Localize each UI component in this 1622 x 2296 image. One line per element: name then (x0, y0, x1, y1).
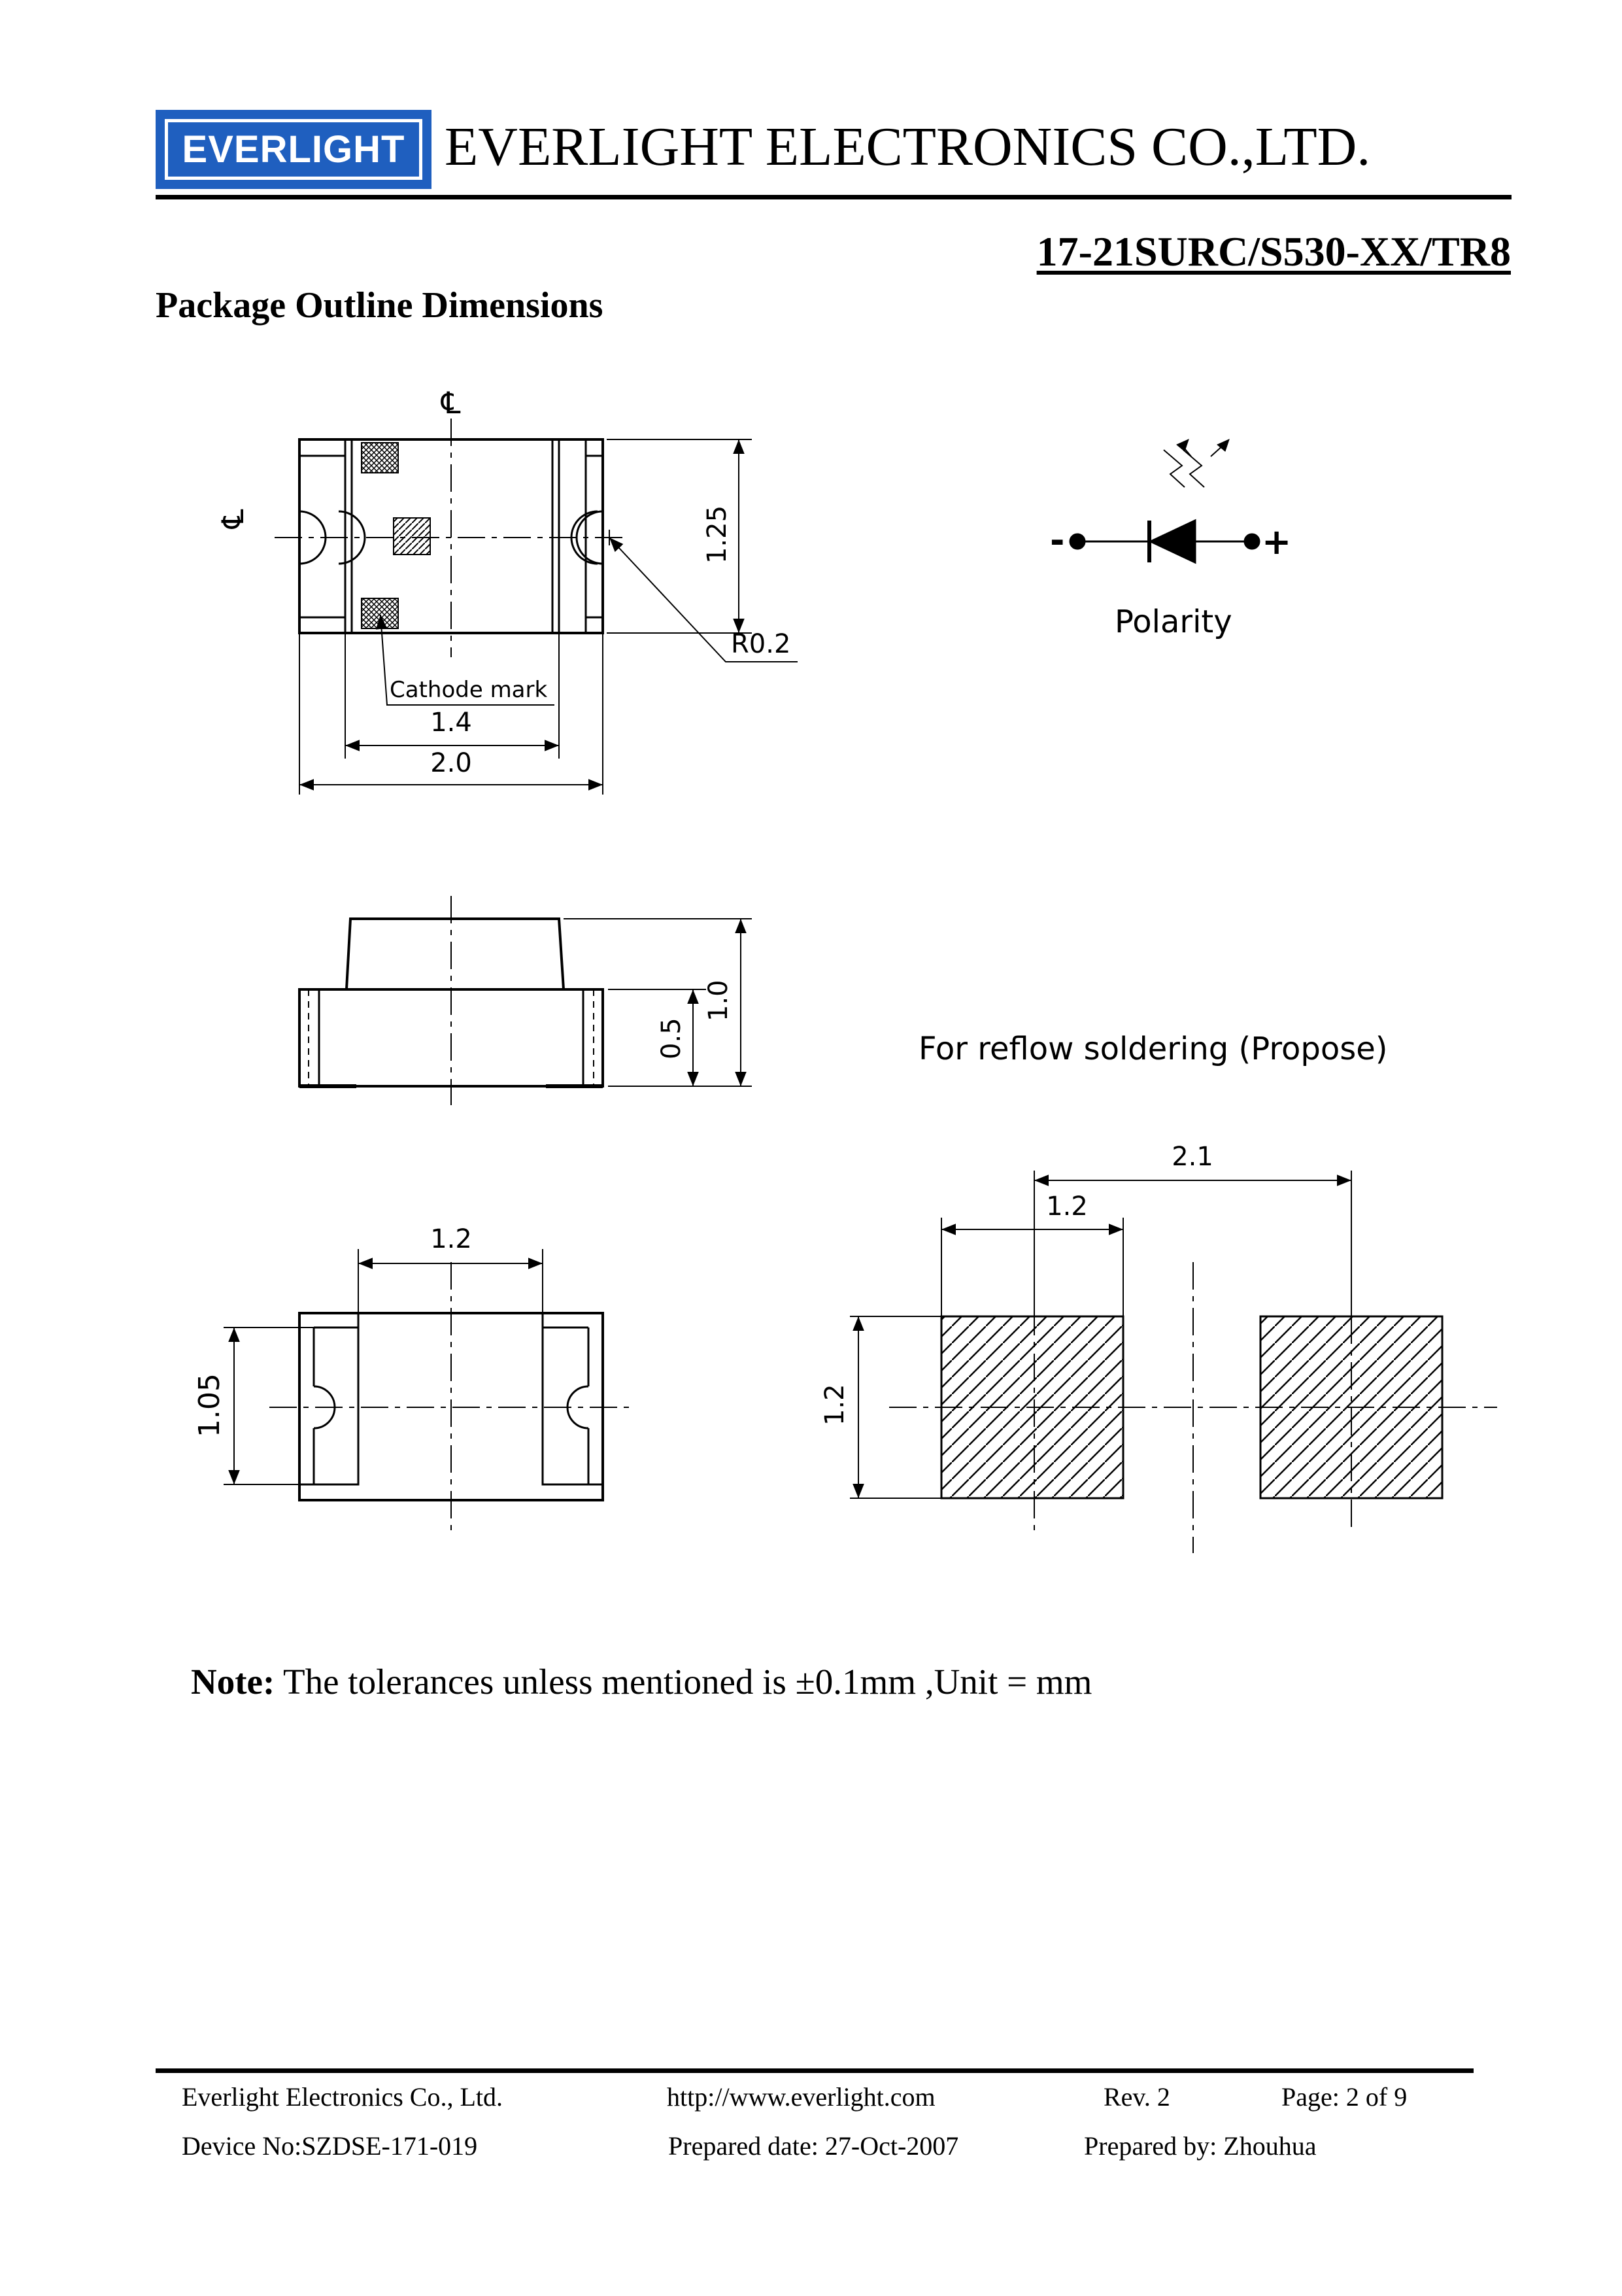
top-dim-total-width: 2.0 (430, 748, 472, 778)
top-dim-inner-width: 1.4 (430, 708, 472, 738)
footer-page: Page: 2 of 9 (1281, 2082, 1408, 2112)
header-rule (156, 195, 1512, 199)
side-dim-base-height: 0.5 (656, 1018, 686, 1059)
note-text: The tolerances unless mentioned is ±0.1m… (283, 1662, 1092, 1702)
footer-company: Everlight Electronics Co., Ltd. (182, 2082, 503, 2112)
polarity-minus: - (1050, 520, 1064, 561)
polarity-symbol (1069, 439, 1260, 564)
footprint-dim-pad-height: 1.2 (820, 1384, 850, 1426)
top-radius-label: R0.2 (731, 629, 790, 659)
bottom-dim-pad-height: 1.05 (193, 1373, 226, 1437)
note-label: Note: (191, 1662, 275, 1702)
tolerance-note: Note: The tolerances unless mentioned is… (191, 1661, 1092, 1702)
top-view (275, 419, 798, 795)
reflow-footprint (850, 1171, 1497, 1553)
footer-prepared-date: Prepared date: 27-Oct-2007 (668, 2131, 959, 2161)
footer-rule (156, 2068, 1474, 2073)
bottom-dim-pad-gap: 1.2 (430, 1224, 472, 1254)
footer-revision: Rev. 2 (1104, 2082, 1170, 2112)
footer-device-no: Device No:SZDSE-171-019 (182, 2131, 478, 2161)
reflow-title: For reflow soldering (Propose) (919, 1031, 1388, 1067)
company-name: EVERLIGHT ELECTRONICS CO.,LTD. (445, 116, 1371, 177)
footer-url[interactable]: http://www.everlight.com (667, 2082, 936, 2112)
bottom-view (224, 1249, 631, 1530)
side-dim-total-height: 1.0 (703, 980, 734, 1021)
cathode-mark-label: Cathode mark (390, 677, 547, 703)
part-number: 17-21SURC/S530-XX/TR8 (1036, 228, 1511, 275)
everlight-logo: EVERLIGHT (156, 110, 431, 189)
footprint-dim-pitch: 2.1 (1172, 1142, 1213, 1172)
section-title: Package Outline Dimensions (156, 285, 603, 326)
centerline-symbol-left: ℄ (215, 509, 250, 529)
polarity-label: Polarity (1115, 604, 1232, 640)
side-view (298, 896, 752, 1105)
footer-prepared-by: Prepared by: Zhouhua (1084, 2131, 1317, 2161)
logo-text: EVERLIGHT (182, 128, 405, 171)
top-dim-height: 1.25 (702, 505, 732, 564)
centerline-symbol-top: ℄ (441, 385, 461, 420)
footprint-dim-pad-width: 1.2 (1046, 1191, 1088, 1222)
polarity-plus: + (1262, 521, 1291, 562)
